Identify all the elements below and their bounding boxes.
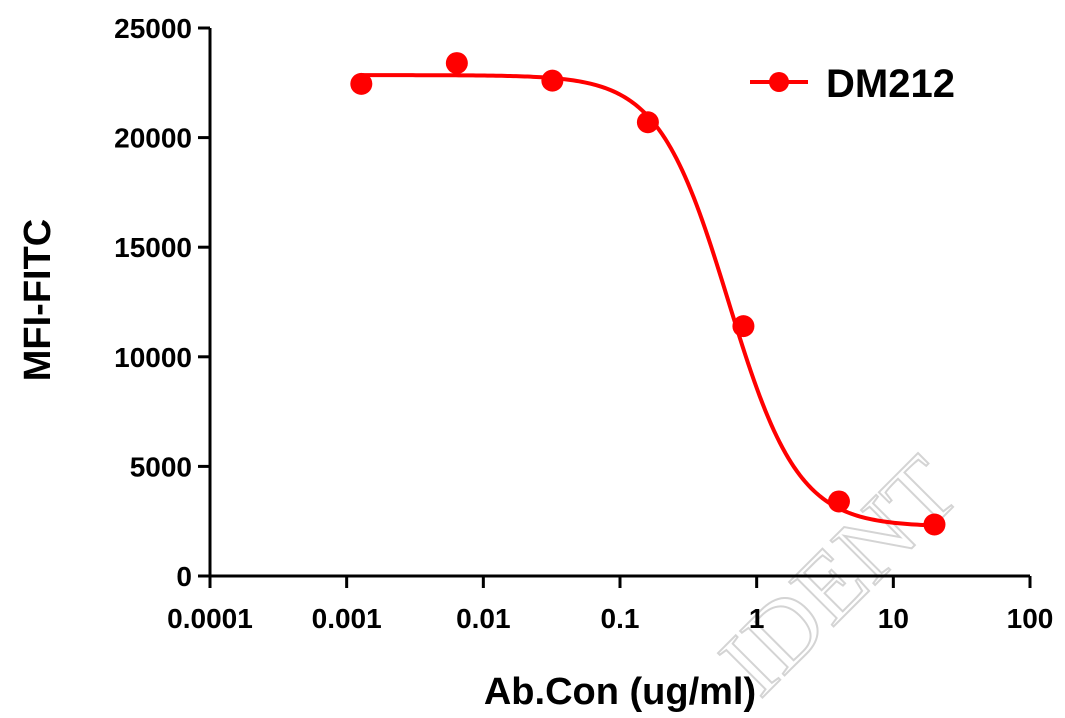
x-tick-label: 10 (878, 603, 909, 634)
data-point (732, 315, 755, 338)
data-point (827, 490, 850, 513)
x-tick-label: 0.1 (601, 603, 640, 634)
legend-marker (769, 72, 789, 92)
y-ticks: 0 5000 10000 15000 20000 25000 (114, 13, 210, 592)
y-tick-label: 20000 (114, 123, 192, 154)
fit-curve (361, 73, 935, 528)
data-point (541, 69, 564, 92)
data-point (350, 72, 373, 95)
legend: DM212 (750, 62, 955, 106)
data-point (636, 111, 659, 134)
series-layer (350, 52, 946, 536)
data-point (445, 52, 468, 75)
x-axis-title: Ab.Con (ug/ml) (484, 671, 756, 713)
y-tick-label: 25000 (114, 13, 192, 44)
x-tick-label: 1 (749, 603, 765, 634)
y-axis-title: MFI-FITC (17, 219, 59, 382)
x-ticks: 0.0001 0.001 0.01 0.1 1 10 100 (167, 576, 1053, 634)
legend-label: DM212 (826, 62, 955, 106)
y-tick-label: 15000 (114, 232, 192, 263)
x-tick-label: 0.0001 (167, 603, 253, 634)
data-point (923, 513, 946, 536)
x-tick-label: 100 (1007, 603, 1054, 634)
x-tick-label: 0.001 (312, 603, 382, 634)
x-tick-label: 0.01 (456, 603, 511, 634)
y-tick-label: 10000 (114, 342, 192, 373)
axes: 0.0001 0.001 0.01 0.1 1 10 100 0 5000 10000 15000… (114, 13, 1053, 634)
y-tick-label: 5000 (130, 451, 192, 482)
y-tick-label: 0 (176, 561, 192, 592)
